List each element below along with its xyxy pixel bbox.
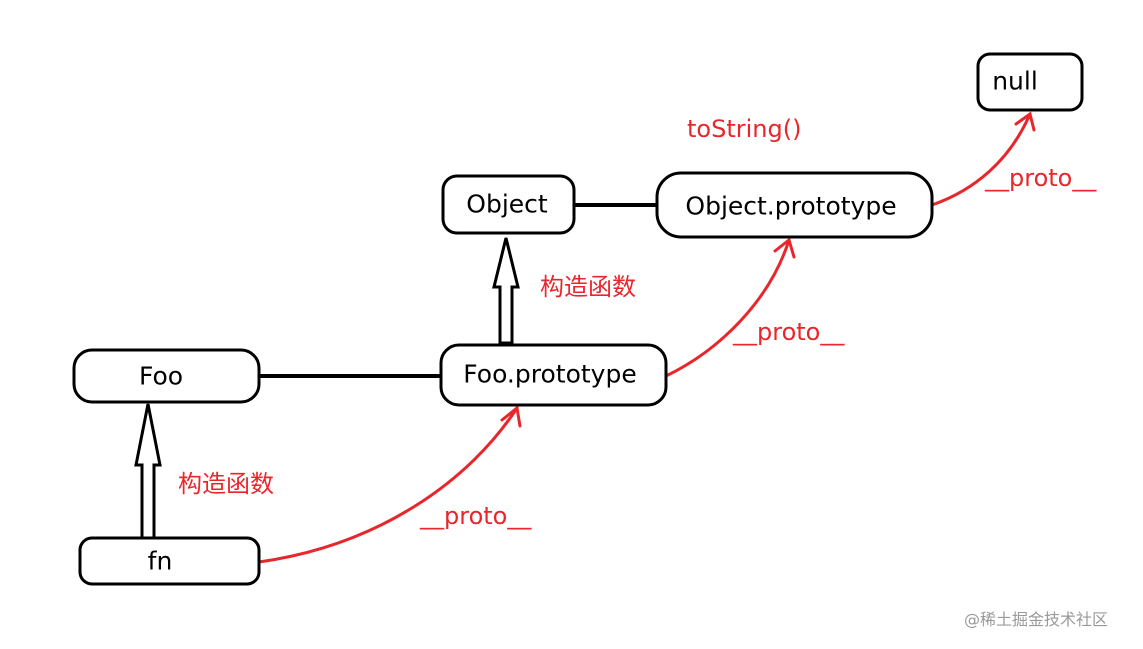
proto-arrowhead-fn xyxy=(500,405,522,428)
constructor-label-object: 构造函数 xyxy=(540,273,636,301)
proto-label-null: __proto__ xyxy=(984,164,1097,192)
proto-arrowhead-foo-prototype xyxy=(773,237,796,259)
node-foo-label: Foo xyxy=(139,362,183,391)
node-foo: Foo xyxy=(72,348,261,404)
node-fn: fn xyxy=(78,536,261,586)
to-string-label: toString() xyxy=(687,115,801,143)
proto-label-object-prototype: __proto__ xyxy=(732,318,845,346)
constructor-arrow-fn-to-foo xyxy=(134,403,162,540)
node-object-label: Object xyxy=(466,190,548,219)
node-object-prototype: Object.prototype xyxy=(655,171,934,239)
constructor-label-foo: 构造函数 xyxy=(178,470,274,498)
node-foo-prototype-label: Foo.prototype xyxy=(463,360,636,389)
proto-curve-fn-to-foo-prototype xyxy=(257,406,519,564)
proto-curve-object-prototype-to-null xyxy=(930,112,1032,207)
constructor-arrow-foo-prototype-to-object xyxy=(492,237,520,345)
proto-label-foo-prototype: __proto__ xyxy=(419,502,532,530)
node-fn-label: fn xyxy=(148,547,173,576)
proto-arrowhead-object-prototype xyxy=(1014,111,1036,132)
watermark-text: @稀土掘金技术社区 xyxy=(964,610,1108,629)
proto-curve-foo-prototype-to-object-prototype xyxy=(664,238,791,378)
node-null: null xyxy=(976,52,1084,112)
node-object: Object xyxy=(441,174,576,235)
node-null-label: null xyxy=(992,67,1038,96)
node-foo-prototype: Foo.prototype xyxy=(439,343,668,407)
node-object-prototype-label: Object.prototype xyxy=(685,192,896,221)
